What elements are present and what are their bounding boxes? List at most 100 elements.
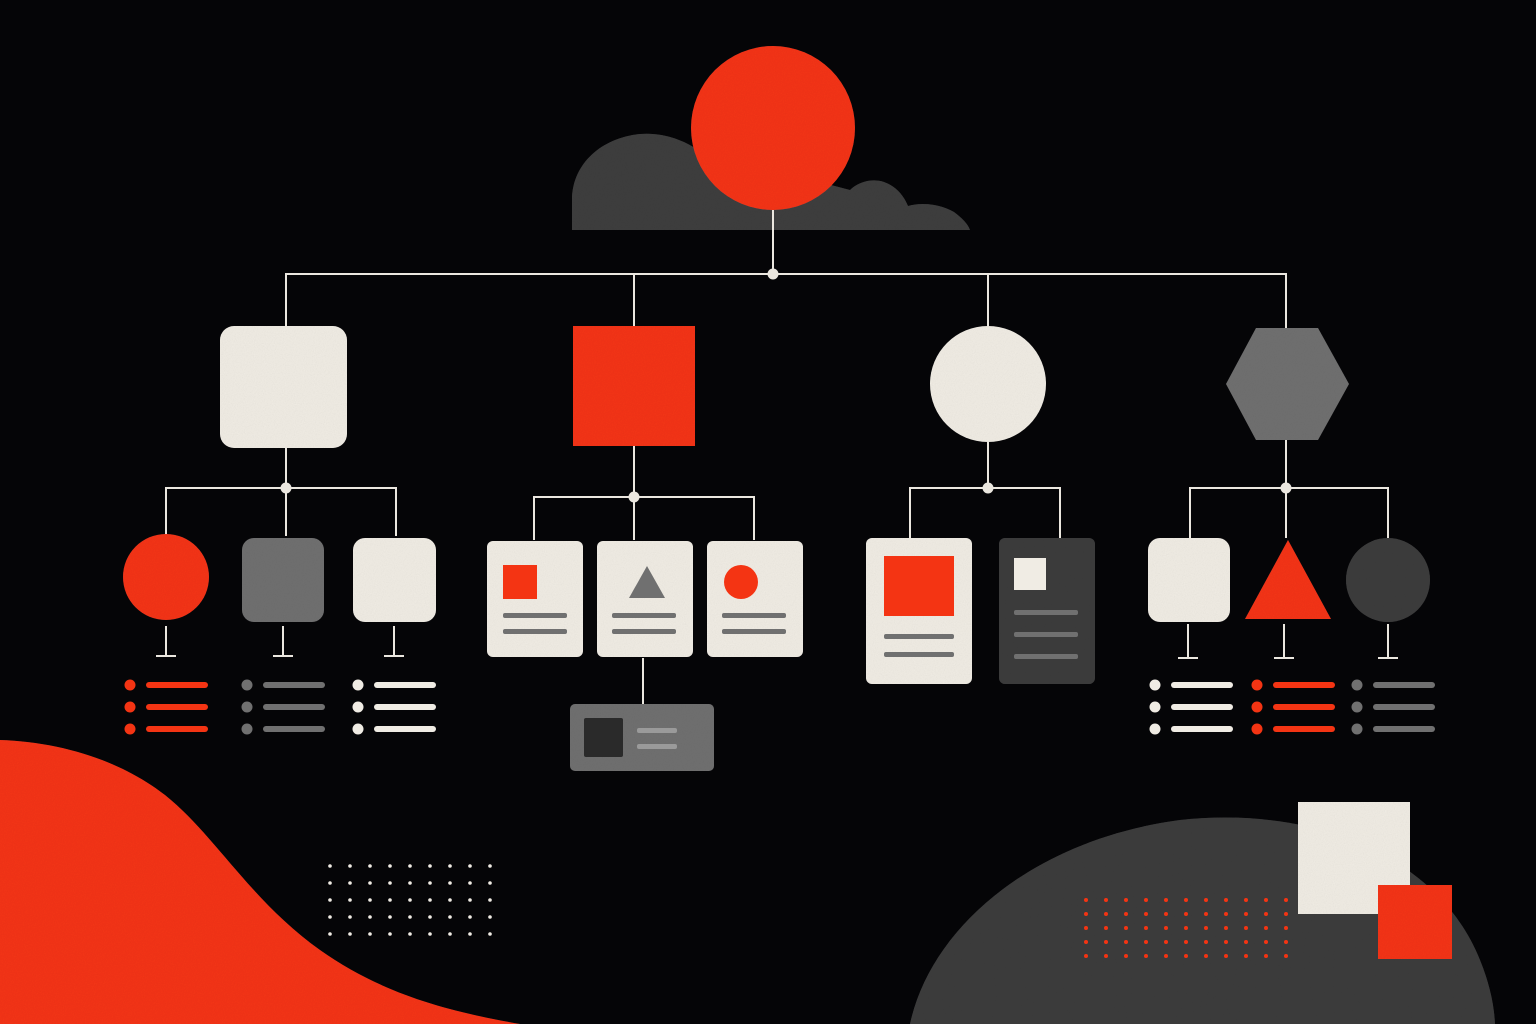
branch-2-bus	[533, 496, 755, 540]
card-text-line	[722, 613, 786, 618]
legend-bar	[1273, 726, 1335, 732]
grid-dot	[1104, 954, 1108, 958]
grid-dot	[1264, 926, 1268, 930]
grid-dot	[1144, 954, 1148, 958]
branch-2-card-square	[487, 541, 583, 657]
legend-bullet	[241, 679, 253, 691]
legend-bullet	[124, 723, 136, 735]
grid-dot	[328, 864, 332, 868]
branch-1-legends	[124, 679, 436, 735]
grid-dot	[1124, 898, 1128, 902]
grid-dot	[1264, 940, 1268, 944]
grid-dot	[1104, 912, 1108, 916]
grid-dot	[368, 864, 372, 868]
grid-dot	[368, 932, 372, 936]
grid-dot	[328, 898, 332, 902]
branch-2-card-circle	[707, 541, 803, 657]
branch-2-sub-card	[570, 704, 714, 771]
grid-dot	[1284, 954, 1288, 958]
grid-dot	[1224, 898, 1228, 902]
square-icon	[1014, 558, 1046, 590]
legend-bullet	[124, 679, 136, 691]
grid-dot	[388, 915, 392, 919]
grid-dot	[468, 898, 472, 902]
grid-dot	[1084, 898, 1088, 902]
legend-bar	[374, 704, 436, 710]
grid-dot	[1184, 954, 1188, 958]
branch-1-child-circle	[123, 534, 209, 620]
red-dot-grid	[1084, 898, 1288, 958]
branch-3-junction	[982, 482, 994, 494]
legend-bar	[1273, 682, 1335, 688]
branch-1-bus	[165, 487, 397, 536]
grid-dot	[1224, 954, 1228, 958]
legend-bar	[1373, 704, 1435, 710]
grid-dot	[468, 864, 472, 868]
branch-1-child-gray-square	[242, 538, 324, 622]
legend-bullet	[352, 701, 364, 713]
grid-dot	[1284, 926, 1288, 930]
grid-dot	[1204, 940, 1208, 944]
grid-dot	[448, 932, 452, 936]
grid-dot	[428, 915, 432, 919]
grid-dot	[328, 881, 332, 885]
branch-1-junction	[280, 482, 292, 494]
background-decorations	[0, 133, 1495, 1024]
legend-bullet	[124, 701, 136, 713]
legend-bar	[146, 726, 208, 732]
grid-dot	[1124, 940, 1128, 944]
branch-4-child-circle	[1346, 538, 1430, 622]
white-dot-grid	[328, 864, 492, 936]
legend-bar	[263, 726, 325, 732]
red-wave-shape	[0, 740, 520, 1024]
branch-2-node-square	[573, 326, 695, 446]
grid-dot	[408, 932, 412, 936]
grid-dot	[1224, 940, 1228, 944]
grid-dot	[348, 864, 352, 868]
grid-dot	[368, 898, 372, 902]
grid-dot	[388, 881, 392, 885]
grid-dot	[1264, 898, 1268, 902]
grid-dot	[1204, 912, 1208, 916]
red-square-shape	[1378, 885, 1452, 959]
grid-dot	[1184, 940, 1188, 944]
grid-dot	[388, 864, 392, 868]
branch-3-card-dark	[999, 538, 1095, 684]
card-text-line	[1014, 610, 1078, 615]
root-junction	[767, 268, 779, 280]
card-text-line	[884, 634, 954, 639]
grid-dot	[448, 915, 452, 919]
grid-dot	[1144, 940, 1148, 944]
grid-dot	[1124, 912, 1128, 916]
grid-dot	[468, 915, 472, 919]
legend-bar	[263, 682, 325, 688]
legend-bar	[1373, 726, 1435, 732]
grid-dot	[1264, 954, 1268, 958]
legend-bar	[146, 682, 208, 688]
grid-dot	[428, 881, 432, 885]
grid-dot	[1184, 926, 1188, 930]
legend-bullet	[1251, 723, 1263, 735]
card-text-line	[503, 629, 567, 634]
legend-bullet	[1351, 723, 1363, 735]
branch-4-node-hexagon	[1226, 328, 1349, 440]
grid-dot	[1084, 926, 1088, 930]
branch-1-stems	[156, 626, 404, 657]
legend-bar	[1171, 726, 1233, 732]
legend-bullet	[241, 723, 253, 735]
branch-1-child-cream-square	[353, 538, 436, 622]
card-body	[707, 541, 803, 657]
grid-dot	[1084, 940, 1088, 944]
legend-bar	[1273, 704, 1335, 710]
square-icon	[884, 556, 954, 616]
grid-dot	[428, 864, 432, 868]
grid-dot	[1284, 898, 1288, 902]
branch-4-stems	[1178, 624, 1398, 659]
legend-bullet	[1149, 723, 1161, 735]
branch-4-child-triangle	[1245, 540, 1331, 619]
grid-dot	[368, 881, 372, 885]
branch-4-child-cream-square	[1148, 538, 1230, 622]
grid-dot	[1204, 898, 1208, 902]
